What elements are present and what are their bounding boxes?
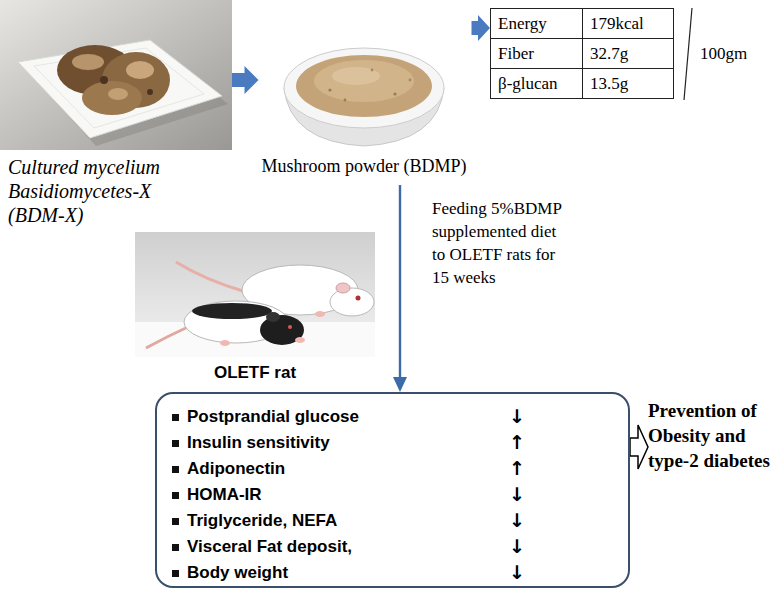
table-cell: Fiber (490, 38, 582, 68)
edge-label: Feeding 5%BDMP supplemented diet to OLET… (432, 197, 572, 289)
caption: OLETF rat (135, 363, 375, 383)
finding-text: Body weight (187, 562, 288, 584)
result-box: Postprandial glucose ↓ Insulin sensitivity… (155, 392, 630, 588)
photo-panel: OLETF rat (135, 232, 377, 387)
outcome-text: Prevention of Obesity and type-2 diabete… (648, 398, 774, 502)
mycelium-photo (0, 0, 232, 150)
flow-arrow (630, 425, 648, 469)
flow-arrow (393, 185, 407, 392)
finding-text: Visceral Fat deposit, (187, 536, 352, 558)
trend-arrow: ↓ (509, 534, 525, 558)
table-cell: β-glucan (490, 68, 582, 99)
rat-photo (135, 232, 375, 357)
powder-photo (284, 48, 444, 146)
trend-arrow: ↓ (509, 404, 525, 428)
table-cell: 13.5g (582, 68, 674, 99)
table-cell: 179kcal (582, 8, 674, 38)
table-cell: Energy (490, 8, 582, 38)
trend-arrow: ↓ (509, 560, 525, 584)
flow-arrow (232, 66, 259, 94)
flow-arrow (472, 15, 491, 41)
trend-arrow: ↑ (509, 430, 525, 454)
finding-text: Triglyceride, NEFA (187, 510, 337, 532)
photo-panel: Mushroom powder (BDMP) (259, 15, 472, 185)
caption: Cultured mycelium Basidiomycetes-X (BDM-… (8, 155, 208, 227)
finding-text: HOMA-IR (187, 484, 262, 506)
trend-arrow: ↑ (509, 456, 525, 480)
nutrition-table: Energy179kcalFiber32.7gβ-glucan13.5g 100g… (490, 8, 772, 103)
outcome-text: Prevention of Obesity and type-2 diabete… (648, 398, 772, 473)
trend-arrow: ↓ (509, 508, 525, 532)
finding-text: Adiponectin (187, 458, 285, 480)
photo-panel: Cultured mycelium Basidiomycetes-X (BDM-… (0, 0, 232, 232)
table-cell: 32.7g (582, 38, 674, 68)
nutrition-slash (684, 8, 692, 100)
finding-text: Postprandial glucose (187, 406, 359, 428)
caption: Mushroom powder (BDMP) (259, 155, 470, 177)
unit-label: 100gm (700, 43, 747, 65)
trend-arrow: ↓ (509, 482, 525, 506)
finding-text: Insulin sensitivity (187, 432, 330, 454)
